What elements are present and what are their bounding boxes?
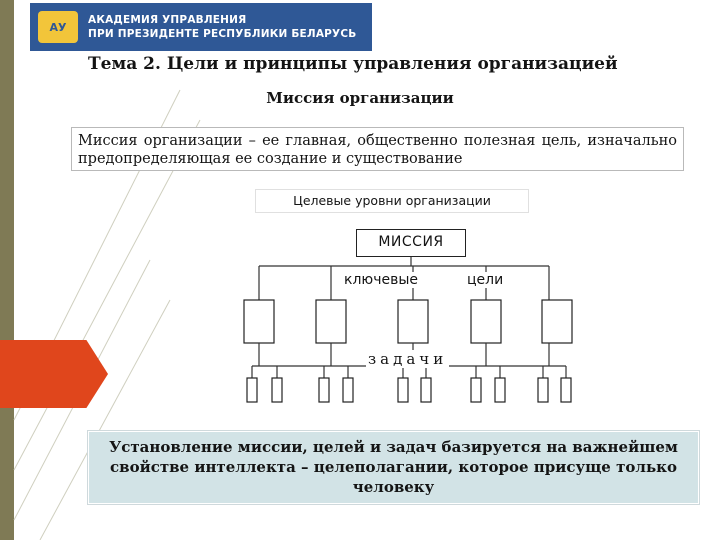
- conclusion-box: Установление миссии, целей и задач базир…: [87, 430, 700, 505]
- task-box: [246, 377, 258, 403]
- academy-emblem-icon: АУ: [38, 11, 78, 43]
- goal-levels-label: Целевые уровни организации: [255, 189, 529, 213]
- goal-box: [541, 299, 573, 344]
- goal-box: [470, 299, 502, 344]
- task-box: [537, 377, 549, 403]
- academy-logo-banner: АУ АКАДЕМИЯ УПРАВЛЕНИЯ ПРИ ПРЕЗИДЕНТЕ РЕ…: [30, 3, 372, 51]
- goal-box: [397, 299, 429, 344]
- goal-box: [315, 299, 347, 344]
- task-box: [494, 377, 506, 403]
- task-box: [470, 377, 482, 403]
- task-box: [560, 377, 572, 403]
- key-goals-label-1: ключевые: [342, 272, 420, 288]
- goal-box: [243, 299, 275, 344]
- section-heading: Миссия организации: [266, 89, 454, 107]
- mission-box: МИССИЯ: [356, 229, 466, 257]
- academy-name-line2: ПРИ ПРЕЗИДЕНТЕ РЕСПУБЛИКИ БЕЛАРУСЬ: [88, 28, 357, 40]
- key-goals-label-2: цели: [465, 272, 506, 288]
- academy-name: АКАДЕМИЯ УПРАВЛЕНИЯ ПРИ ПРЕЗИДЕНТЕ РЕСПУ…: [88, 13, 356, 41]
- tasks-label: задачи: [366, 350, 450, 368]
- task-box: [271, 377, 283, 403]
- task-box: [318, 377, 330, 403]
- task-box: [420, 377, 432, 403]
- topic-title: Тема 2. Цели и принципы управления орган…: [88, 54, 618, 74]
- red-arrow-decoration: [0, 340, 108, 408]
- task-box: [397, 377, 409, 403]
- academy-name-line1: АКАДЕМИЯ УПРАВЛЕНИЯ: [88, 14, 247, 26]
- mission-definition: Миссия организации – ее главная, обществ…: [71, 127, 684, 171]
- task-box: [342, 377, 354, 403]
